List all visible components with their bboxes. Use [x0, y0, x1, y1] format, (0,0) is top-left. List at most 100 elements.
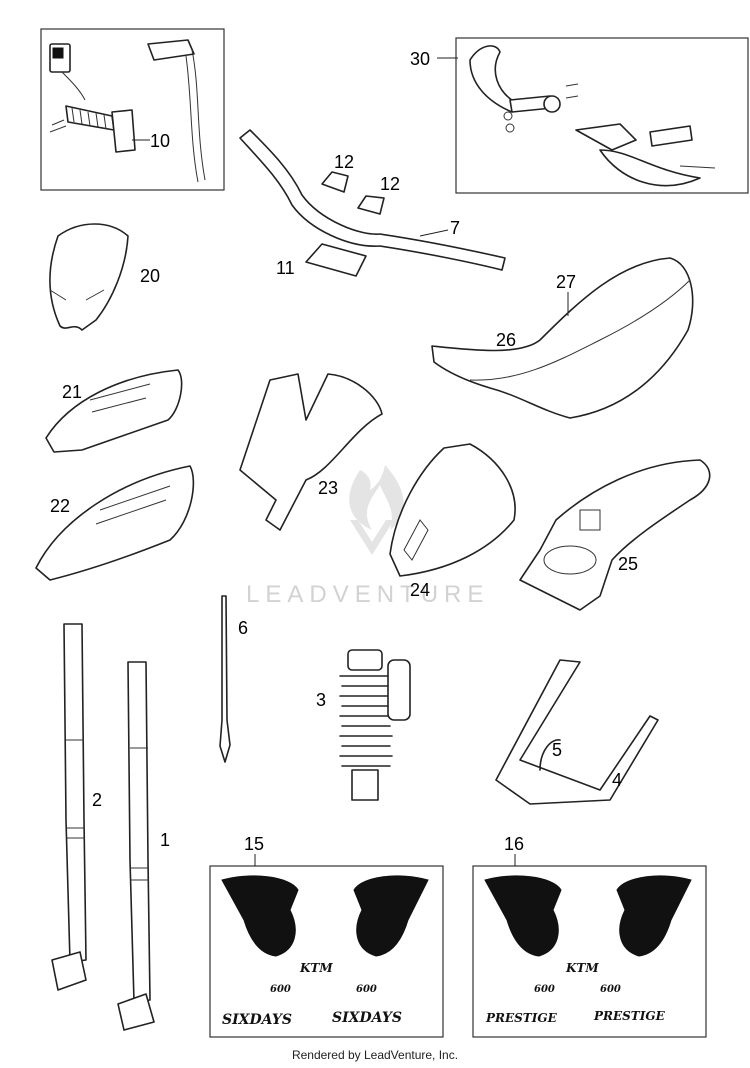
part-7-handlebar[interactable]: 7 — [239, 129, 506, 271]
part-23-radiator-shroud[interactable]: 23 — [239, 373, 383, 531]
fork-leg-1-tube — [127, 661, 151, 1003]
subframe — [495, 659, 659, 805]
watermark: LEADVENTURE — [246, 465, 489, 608]
callout-12a: 12 — [334, 152, 354, 172]
callout-2: 2 — [92, 790, 102, 810]
fork-leg-1-foot — [117, 993, 155, 1031]
front-fender-22 — [35, 465, 195, 581]
rear-fender — [519, 459, 711, 611]
part-20-headlight-mask[interactable]: 20 — [49, 223, 160, 331]
part-24-side-panel[interactable]: 24 — [389, 443, 516, 600]
callout-4: 4 — [612, 770, 622, 790]
part-1-fork-leg[interactable]: 1 — [117, 661, 170, 1031]
decal-16-left — [484, 875, 562, 957]
callout-22: 22 — [50, 496, 70, 516]
throttle-wires — [49, 119, 67, 133]
switch-button — [52, 47, 64, 59]
callout-26: 26 — [496, 330, 516, 350]
callout-3: 3 — [316, 690, 326, 710]
decal-15-small-a: 600 — [270, 984, 291, 995]
decal-kit-16-box — [472, 865, 707, 1038]
decal-15-small-b: 600 — [356, 984, 377, 995]
callout-15: 15 — [244, 834, 264, 854]
decal-15-right — [353, 875, 429, 957]
callout-6: 6 — [238, 618, 248, 638]
fork-leg-2-bands — [66, 739, 85, 839]
throttle-cables — [185, 49, 206, 183]
part-15-decal-kit[interactable]: 15 KTM 600 600 SIXDAYS SIXDAYS — [209, 834, 444, 1038]
clamp-12-b — [357, 195, 385, 215]
switch-wire — [61, 71, 86, 101]
callout-20: 20 — [140, 266, 160, 286]
part-26-seat[interactable]: 26 27 — [431, 257, 694, 419]
clamp-left — [543, 95, 561, 113]
headlight-mask — [49, 223, 129, 331]
cable-housing — [147, 39, 195, 61]
decal-15-brand: KTM — [299, 961, 333, 975]
callout-16: 16 — [504, 834, 524, 854]
callout-10: 10 — [150, 131, 170, 151]
callout-30: 30 — [410, 49, 430, 69]
handguard-bracket-right — [575, 123, 637, 151]
watermark-text: LEADVENTURE — [246, 581, 489, 608]
part-4-subframe[interactable]: 5 4 — [495, 659, 659, 805]
callout-23: 23 — [318, 478, 338, 498]
handguard-left — [469, 45, 519, 113]
nut-a — [503, 111, 513, 121]
callout-11: 11 — [276, 258, 295, 278]
handlebar-tube — [239, 129, 506, 271]
decal-16-small-a: 600 — [534, 984, 555, 995]
speedo-cable — [219, 595, 231, 763]
callout-5: 5 — [552, 740, 562, 760]
shock-spring — [339, 675, 393, 767]
fork-leg-2-foot — [51, 951, 87, 991]
part-21-front-fender[interactable]: 21 — [45, 369, 183, 453]
fender-tab — [579, 509, 601, 531]
seat — [431, 257, 694, 419]
part-25-rear-fender[interactable]: 25 — [519, 459, 711, 611]
shock-top — [347, 649, 383, 671]
fender-hole — [543, 545, 597, 575]
callout-24: 24 — [410, 580, 430, 600]
bolt-right — [679, 165, 716, 169]
decal-15-model-b: SIXDAYS — [332, 1010, 402, 1026]
grip-ribs — [71, 107, 107, 130]
decal-15-model-a: SIXDAYS — [222, 1012, 292, 1028]
clamp-base — [305, 243, 367, 277]
handguard-right — [599, 149, 701, 187]
part-22-front-fender[interactable]: 22 — [35, 465, 195, 581]
part-6-cable[interactable]: 6 — [219, 595, 248, 763]
callout-21: 21 — [62, 382, 82, 402]
shock-reservoir — [387, 659, 411, 721]
front-fender-21 — [45, 369, 183, 453]
part-10-box — [40, 28, 225, 191]
part-7-leader — [419, 229, 449, 237]
part-30-box — [455, 37, 749, 194]
part-30-handguards[interactable]: 30 — [410, 37, 749, 194]
callout-25: 25 — [618, 554, 638, 574]
handguard-bar-right — [649, 125, 693, 147]
part-12-clamps[interactable]: 12 12 — [321, 152, 400, 215]
part-2-fork-leg[interactable]: 2 — [51, 623, 102, 991]
part-5-bracket — [539, 739, 561, 771]
callout-12b: 12 — [380, 174, 400, 194]
callout-7: 7 — [450, 218, 460, 238]
seat-edge — [469, 279, 691, 381]
part-10-controls[interactable]: 10 — [40, 28, 225, 191]
part-16-decal-kit[interactable]: 16 KTM 600 600 PRESTIGE PRESTIGE — [472, 834, 707, 1038]
part-3-shock[interactable]: 3 — [316, 649, 411, 801]
decal-16-model-b: PRESTIGE — [593, 1009, 666, 1023]
decal-kit-15-box — [209, 865, 444, 1038]
decal-16-small-b: 600 — [600, 984, 621, 995]
part-11-clamp-base[interactable]: 11 — [276, 243, 367, 278]
fender-21-ribs — [89, 383, 151, 413]
fork-leg-1-bands — [130, 747, 149, 881]
footer-credit: Rendered by LeadVenture, Inc. — [291, 1048, 459, 1062]
decal-15-left — [221, 875, 299, 957]
callout-1: 1 — [160, 830, 170, 850]
decal-16-right — [616, 875, 692, 957]
clamp-12-a — [321, 171, 349, 193]
bolts-left — [565, 83, 579, 99]
shock-bottom — [351, 769, 379, 801]
